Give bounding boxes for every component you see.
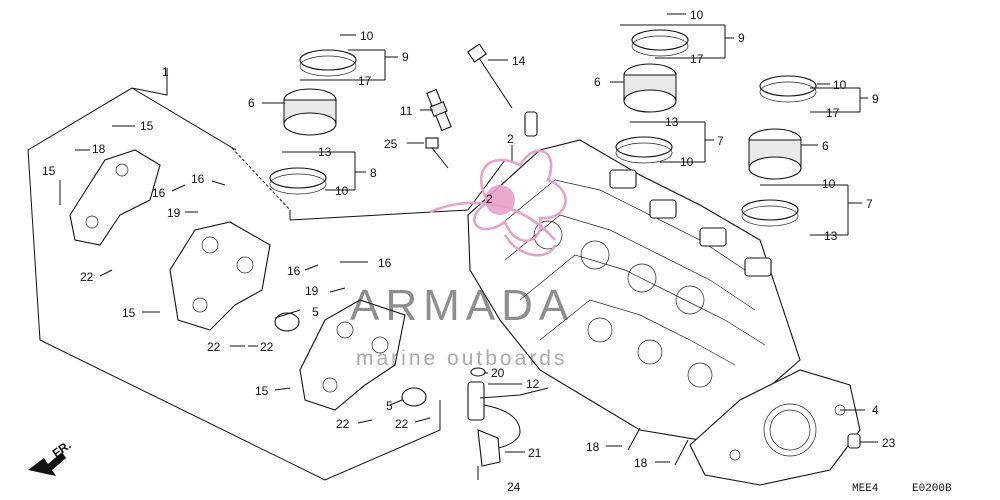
callout-16-b: 16 [191,172,205,186]
callout-16-a: 16 [152,186,166,200]
o-ring-lower [401,387,427,407]
callout-17-center: 17 [690,52,704,66]
callout-25: 25 [384,137,398,151]
callout-5-lower: 5 [386,399,393,413]
callout-18-a: 18 [92,142,106,156]
callout-15-a: 15 [140,119,154,133]
long-bolt-14 [467,43,513,109]
cylinder-head [467,139,801,441]
callout-9-left: 9 [402,50,409,64]
watermark-emblem-number: 2 [486,192,493,206]
callout-22-d: 22 [336,417,350,431]
callout-16-d: 16 [378,256,392,270]
callout-10-e: 10 [833,78,847,92]
watermark-brand: ARMADA [350,281,574,330]
callout-15-b: 15 [42,164,56,178]
o-ring-upper [274,312,300,332]
callout-10-c: 10 [690,8,704,22]
callout-5-upper: 5 [312,305,319,319]
callout-9-right: 9 [872,92,879,106]
band-right-lower [741,199,799,227]
callout-22-a: 22 [80,270,94,284]
model-code: MEE4 [852,483,879,495]
callout-23: 23 [882,436,896,450]
dowel-23 [847,433,861,449]
watermark-tagline: marine outboards [356,347,567,370]
callout-17-right: 17 [826,106,840,120]
insulator-band-center [631,29,689,57]
sensor-assembly [467,367,549,467]
callout-10-b: 10 [335,184,349,198]
callout-13-center: 13 [665,115,679,129]
leader-lines [59,13,878,480]
bolt-25 [425,137,449,169]
callout-12: 12 [526,377,540,391]
armada-watermark: 2 ARMADA marine outboards [350,149,574,370]
callout-18-c: 18 [634,456,648,470]
insulator-center [623,63,677,113]
callout-22-e: 22 [395,417,409,431]
callout-7-right: 7 [866,197,873,211]
callout-2: 2 [507,132,514,146]
stud-18-b [674,439,689,466]
spark-plug [426,88,452,132]
callout-22-c: 22 [260,340,274,354]
callout-24: 24 [507,480,521,494]
callout-21: 21 [528,446,542,460]
insulator-band-right [759,75,817,103]
diagram-code: E0200B [912,483,952,495]
callout-6-left: 6 [248,96,255,110]
camshaft-holder-low [299,299,406,411]
insulator-right [748,128,802,180]
camshaft-holder-top [69,149,161,246]
callout-15-c: 15 [122,306,136,320]
callout-18-b: 18 [586,440,600,454]
callout-15-d: 15 [255,384,269,398]
insulator-left [283,88,337,136]
callout-labels: 1 2 4 5 5 6 6 6 7 7 8 9 9 9 10 10 10 10 … [42,8,896,494]
callout-8: 8 [370,166,377,180]
front-direction-marker: FR. [28,438,74,476]
callout-22-b: 22 [207,340,221,354]
direction-label: FR. [50,438,74,461]
band-center-lower [615,136,673,164]
callout-6-right: 6 [822,139,829,153]
callout-9-center: 9 [738,31,745,45]
callout-14: 14 [512,54,526,68]
callout-6-center: 6 [594,75,601,89]
callout-10-d: 10 [680,155,694,169]
insulator-band-left [299,49,357,77]
dowel-2 [524,111,538,137]
callout-10-a: 10 [360,29,374,43]
callout-13-left: 13 [318,145,332,159]
stud-18-a [627,427,641,451]
band-left-lower [269,167,327,195]
callout-10-f: 10 [822,177,836,191]
callout-19-b: 19 [305,284,319,298]
callout-1: 1 [162,65,169,79]
callout-13-right: 13 [824,229,838,243]
callout-20: 20 [491,366,505,380]
callout-4: 4 [872,403,879,417]
camshaft-holder-mid [169,221,271,331]
watermark-dot [485,185,515,215]
callout-19-a: 19 [167,206,181,220]
head-gasket [689,369,861,486]
callout-11: 11 [400,104,413,118]
callout-16-c: 16 [287,264,301,278]
callout-7-center: 7 [717,134,724,148]
callout-17-left: 17 [358,74,372,88]
left-group-outline [27,68,441,481]
